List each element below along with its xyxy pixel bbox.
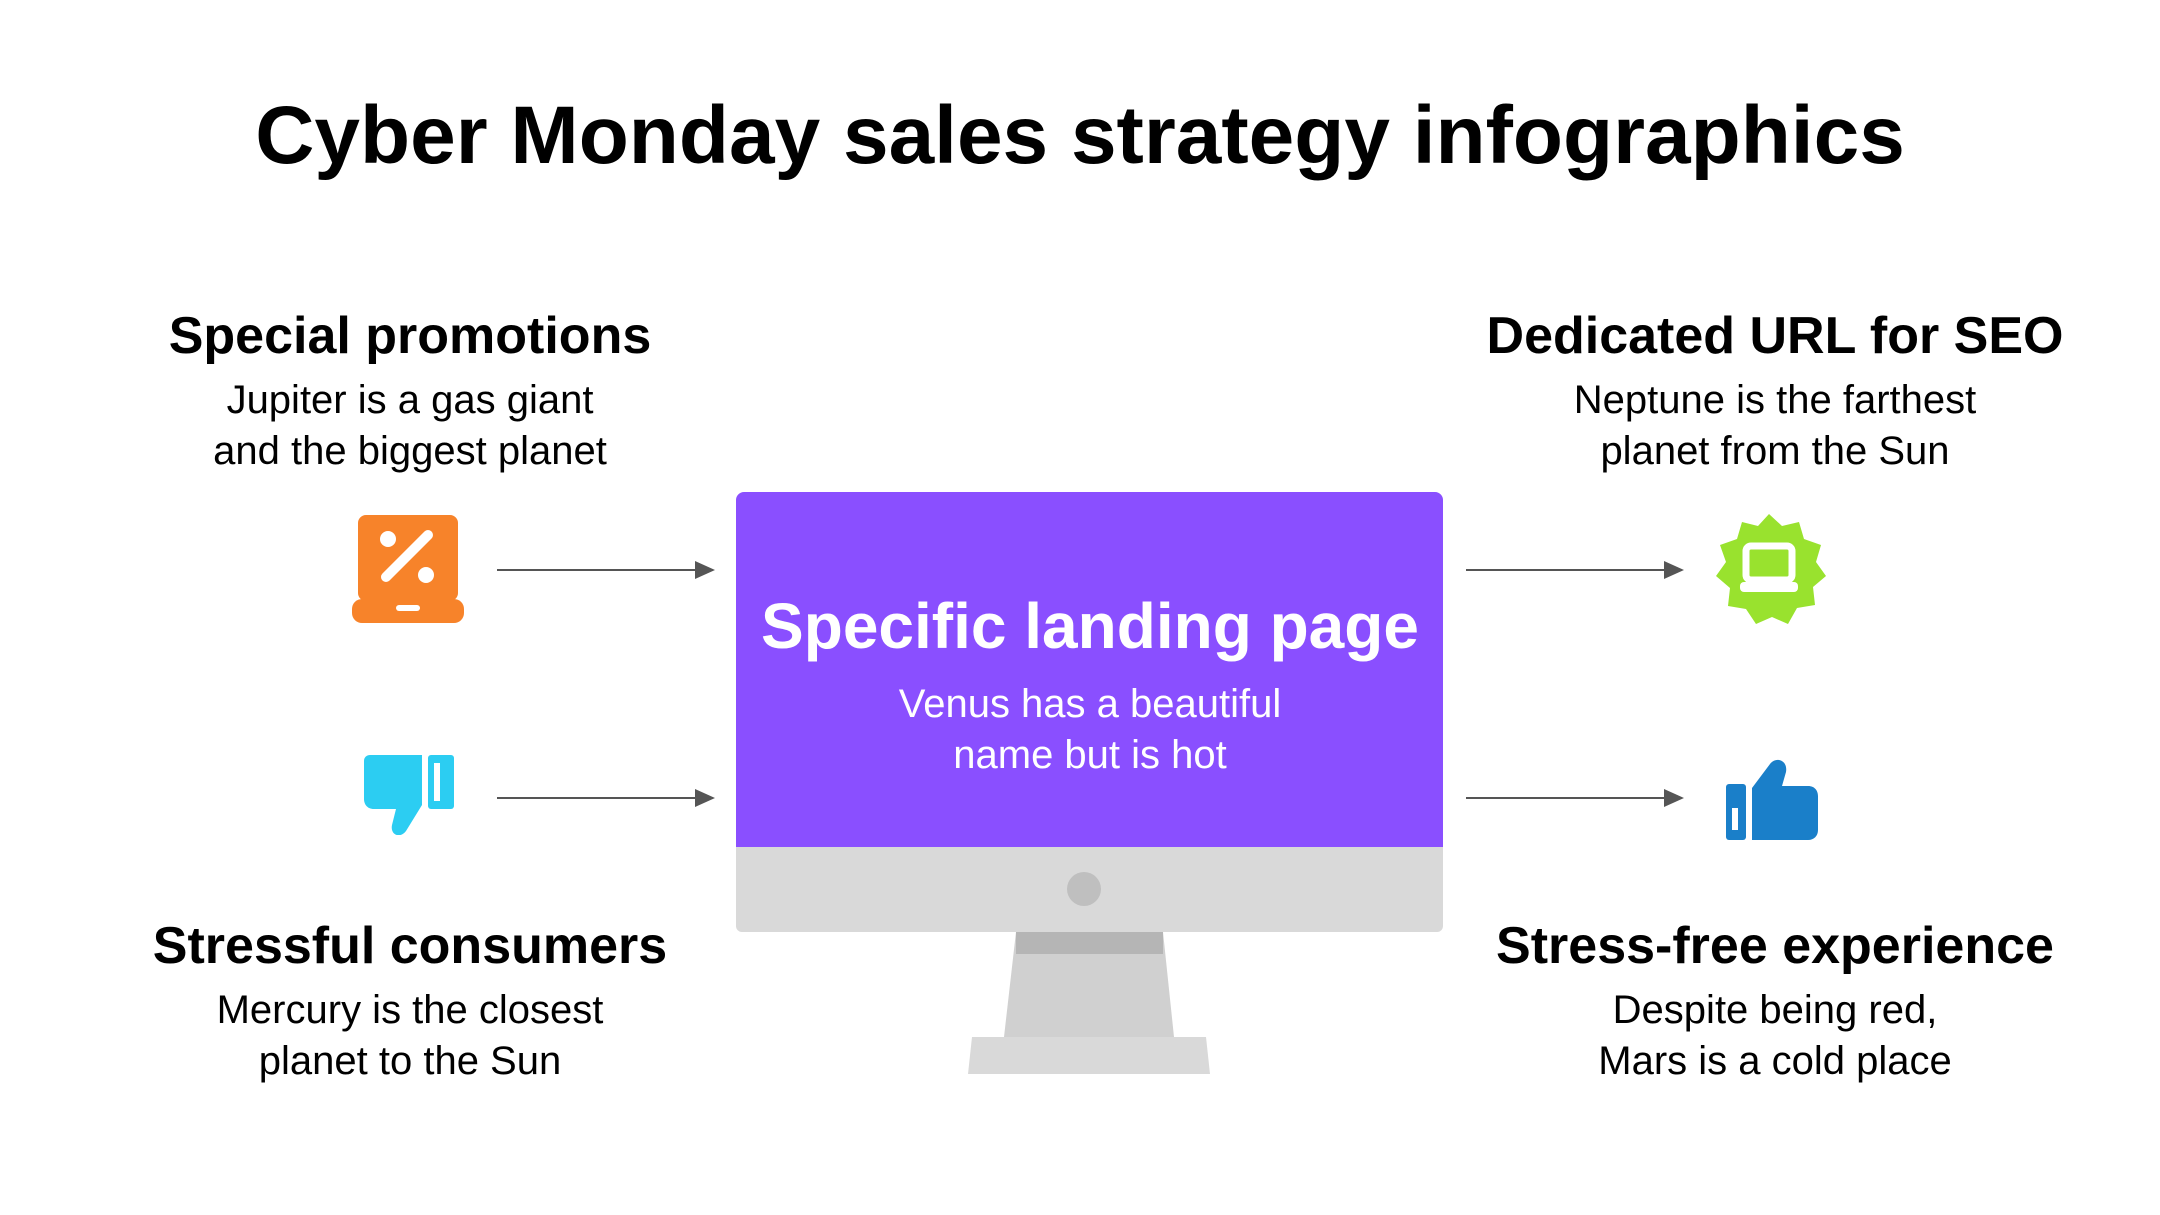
desc-line: and the biggest planet [213, 429, 607, 473]
desc-line: Venus has a beautiful [898, 682, 1282, 726]
stress-free-title: Stress-free experience [1496, 917, 2054, 975]
desc-line: Despite being red, [1612, 988, 1938, 1032]
arrow-to-monitor-top-left [497, 561, 715, 579]
arrow-from-monitor-bottom-right [1466, 789, 1684, 807]
stressful-consumers-title: Stressful consumers [152, 917, 668, 975]
desc-line: Mercury is the closest [216, 988, 604, 1032]
monitor-illustration: Specific landing page Venus has a beauti… [736, 492, 1443, 1074]
special-promotions-desc: Jupiter is a gas giant and the biggest p… [110, 375, 710, 477]
monitor-camera [1067, 872, 1101, 906]
slide-title: Cyber Monday sales strategy infographics [255, 90, 1905, 181]
thumbs-up-icon [1726, 758, 1818, 840]
desc-line: planet from the Sun [1600, 429, 1950, 473]
monitor-stand [968, 932, 1210, 1074]
stressful-consumers-desc: Mercury is the closest planet to the Sun [110, 985, 710, 1087]
desc-line: planet to the Sun [258, 1039, 562, 1083]
landing-page-desc: Venus has a beautiful name but is hot [740, 679, 1440, 781]
dedicated-url-desc: Neptune is the farthest planet from the … [1475, 375, 2075, 477]
dedicated-url-title: Dedicated URL for SEO [1486, 307, 2064, 365]
stress-free-desc: Despite being red, Mars is a cold place [1475, 985, 2075, 1087]
arrow-to-monitor-bottom-left [497, 789, 715, 807]
special-promotions-title: Special promotions [168, 307, 652, 365]
laptop-badge-icon [1712, 512, 1826, 626]
laptop-percent-icon [352, 515, 464, 623]
arrow-from-monitor-top-right [1466, 561, 1684, 579]
landing-page-title: Specific landing page [761, 590, 1419, 662]
thumbs-down-icon [364, 755, 454, 835]
desc-line: Jupiter is a gas giant [226, 378, 594, 422]
monitor-screen [736, 492, 1443, 847]
desc-line: Mars is a cold place [1598, 1039, 1952, 1083]
desc-line: name but is hot [953, 733, 1227, 777]
desc-line: Neptune is the farthest [1573, 378, 1977, 422]
